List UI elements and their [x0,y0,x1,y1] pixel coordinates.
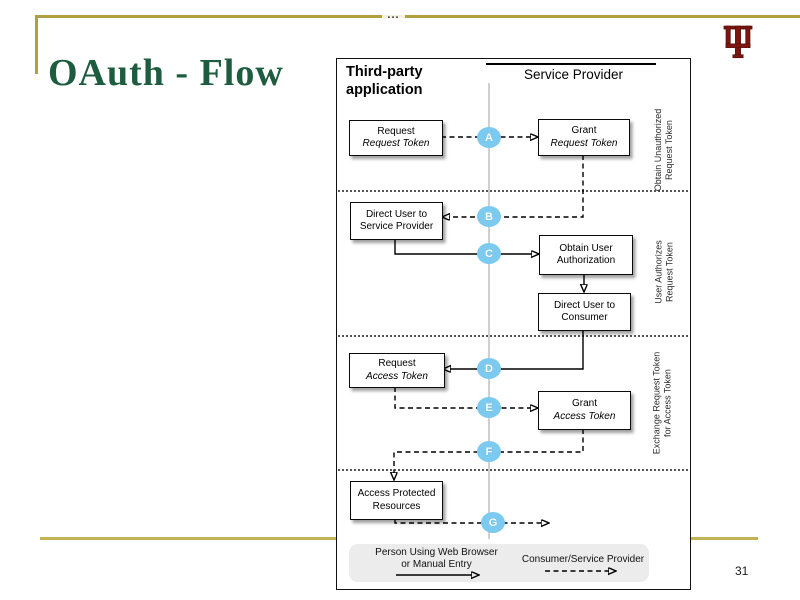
iu-trident-logo [723,25,753,59]
oauth-flow-diagram: Third-party application Service Provider… [336,58,691,590]
flow-box-grant-request-token: Grant Request Token [538,119,630,156]
section-divider-1 [338,190,688,192]
flow-box-direct-user-to-consumer: Direct User to Consumer [538,293,631,331]
top-gold-rule [35,15,800,18]
flow-box-obtain-user-authorization: Obtain User Authorization [539,235,633,275]
connector-g [394,520,542,523]
connector-e [394,387,531,408]
legend-label-person: Person Using Web Browser or Manual Entry [375,547,498,570]
phase-label-user-authorizes-request-token: User Authorizes Request Token [653,240,675,304]
page-number: 31 [735,564,749,578]
legend-label-consumer-service-provider: Consumer/Service Provider [521,554,645,565]
flow-box-access-protected-resources: Access Protected Resources [350,481,443,520]
service-provider-header-rule [486,63,656,65]
flow-box-grant-access-token: Grant Access Token [538,391,631,430]
step-circle-a: A [477,127,501,148]
header-ellipsis: ... [382,9,405,21]
step-circle-g: G [481,512,505,533]
flow-box-request-request-token: Request Request Token [349,120,443,156]
page-title: OAuth - Flow [48,52,284,95]
third-party-header-line2: application [346,82,423,98]
step-circle-e: E [477,397,501,418]
section-divider-2 [338,335,688,337]
flow-box-direct-user-to-service-provider: Direct User to Service Provider [350,202,443,240]
step-circle-d: D [477,358,501,379]
step-circle-f: F [477,441,501,462]
third-party-header-line1: Third-party [346,64,423,80]
connector-b [449,155,584,217]
step-circle-c: C [477,243,501,264]
phase-label-obtain-unauthorized-request-token: Obtain Unauthorized Request Token [653,108,674,192]
section-divider-3 [338,469,688,471]
connector-c [394,239,532,254]
third-party-lane-header: Third-party application [346,63,423,99]
legend-dashed-arrow [545,566,623,576]
flow-box-request-access-token: Request Access Token [349,353,445,388]
phase-label-exchange-request-token: Exchange Request Token for Access Token [651,351,673,455]
left-gold-rule [35,15,38,74]
user-lane-line [488,83,490,539]
service-provider-lane-header: Service Provider [523,67,624,82]
legend: Person Using Web Browser or Manual Entry… [349,544,649,582]
legend-solid-arrow [396,570,484,580]
step-circle-b: B [477,206,501,227]
